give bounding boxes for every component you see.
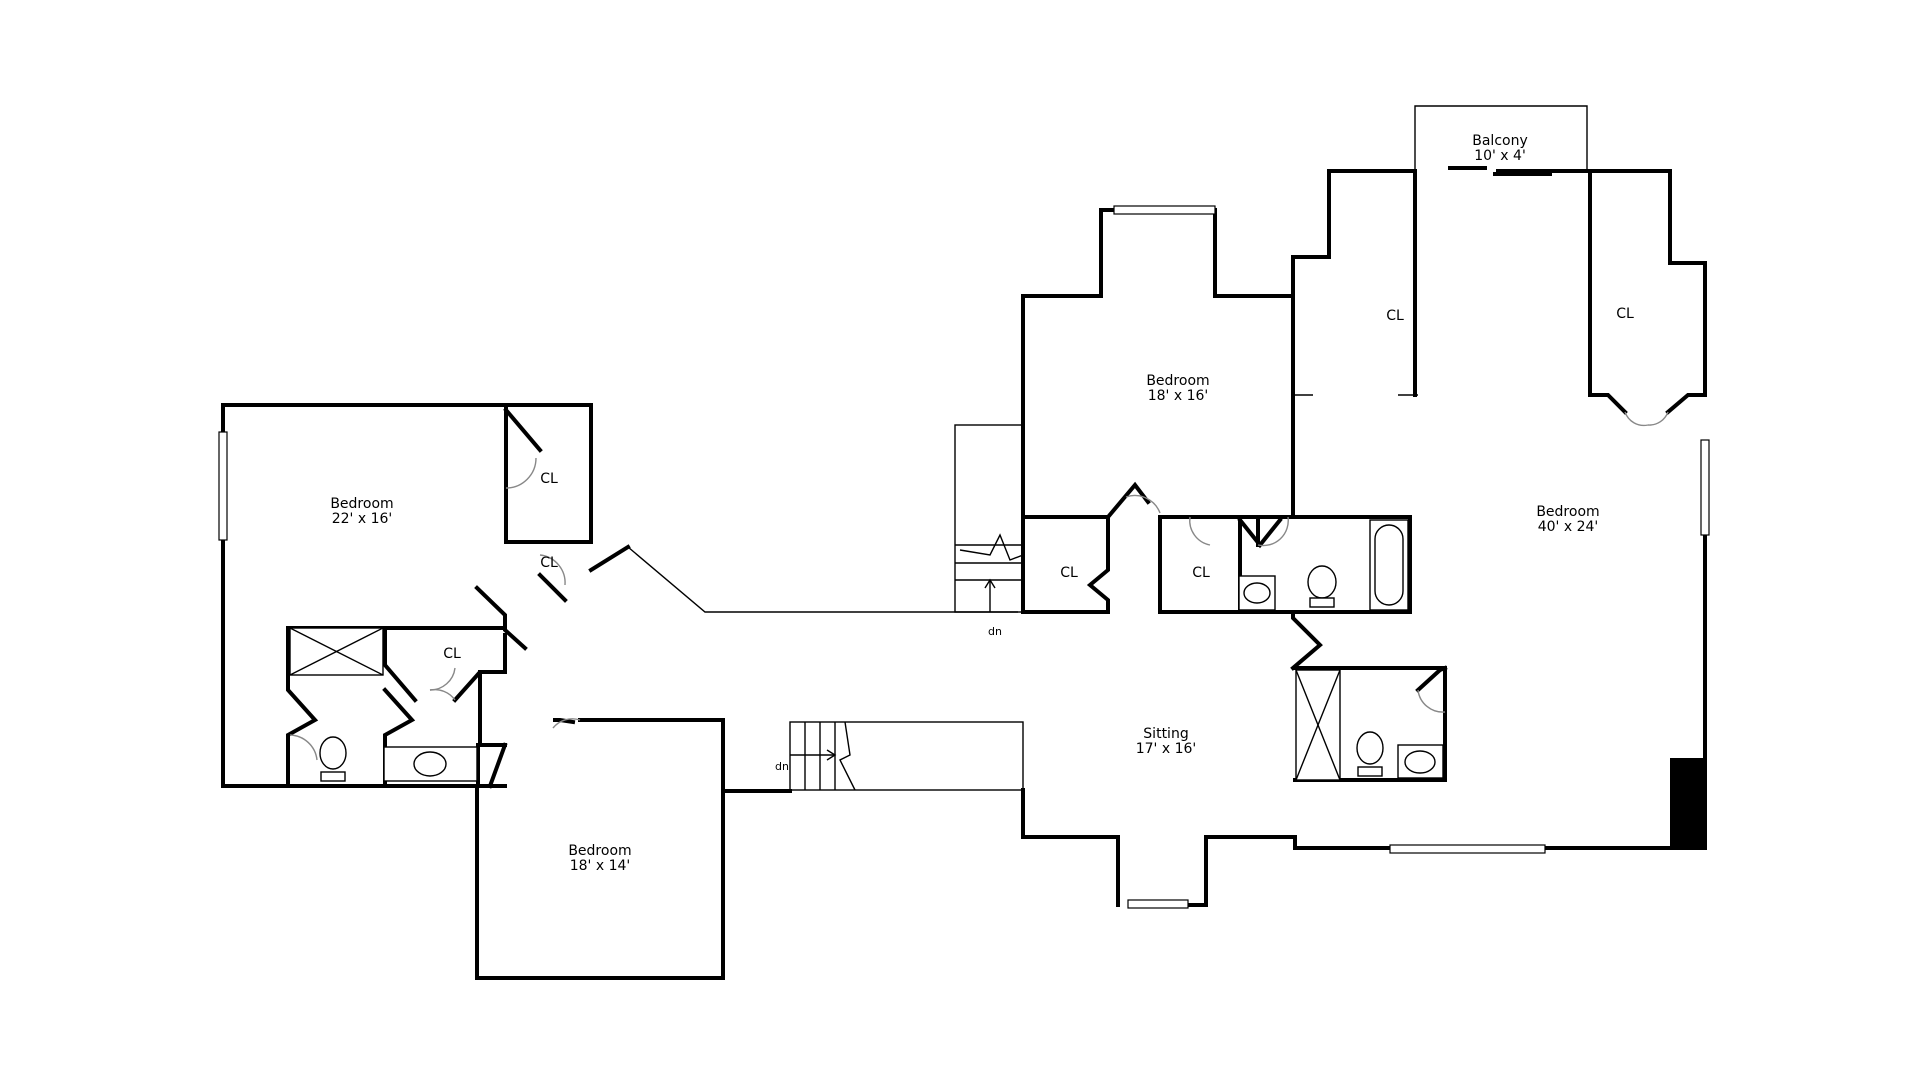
stair-dn-label-2: dn	[775, 760, 789, 773]
bedroom-18x16-dims: 18' x 16'	[1148, 388, 1209, 404]
stair-dn-label-1: dn	[988, 625, 1002, 638]
bedroom-22x16-name: Bedroom	[330, 496, 393, 512]
closet-label-7: CL	[1616, 306, 1634, 322]
bedroom-40x24-dims: 40' x 24'	[1538, 519, 1599, 535]
bedroom-18x14-dims: 18' x 14'	[570, 858, 631, 874]
center-bedroom-wing	[1021, 205, 1412, 614]
closet-label-1: CL	[540, 471, 558, 487]
stair-down	[789, 721, 1024, 791]
hallway	[627, 424, 1024, 791]
balcony-dims: 10' x 4'	[1474, 148, 1526, 164]
sitting-area	[1021, 610, 1323, 909]
west-bedroom-wing	[218, 403, 631, 789]
master-bedroom-wing	[1291, 105, 1710, 854]
bedroom-22x16-dims: 22' x 16'	[332, 511, 393, 527]
closet-label-5: CL	[1192, 565, 1210, 581]
balcony-name: Balcony	[1472, 133, 1528, 149]
stair-up	[954, 424, 1024, 613]
closet-label-2: CL	[540, 555, 558, 571]
closet-label-3: CL	[443, 646, 461, 662]
bedroom-40x24-name: Bedroom	[1536, 504, 1599, 520]
sitting-dims: 17' x 16'	[1136, 741, 1197, 757]
bedroom-18x16-name: Bedroom	[1146, 373, 1209, 389]
bedroom-18x14-name: Bedroom	[568, 843, 631, 859]
south-bedroom	[475, 718, 792, 980]
room-labels: Bedroom 22' x 16' Bedroom 18' x 14' Bedr…	[330, 133, 1634, 874]
sitting-name: Sitting	[1143, 726, 1188, 742]
closet-label-6: CL	[1386, 308, 1404, 324]
closet-label-4: CL	[1060, 565, 1078, 581]
